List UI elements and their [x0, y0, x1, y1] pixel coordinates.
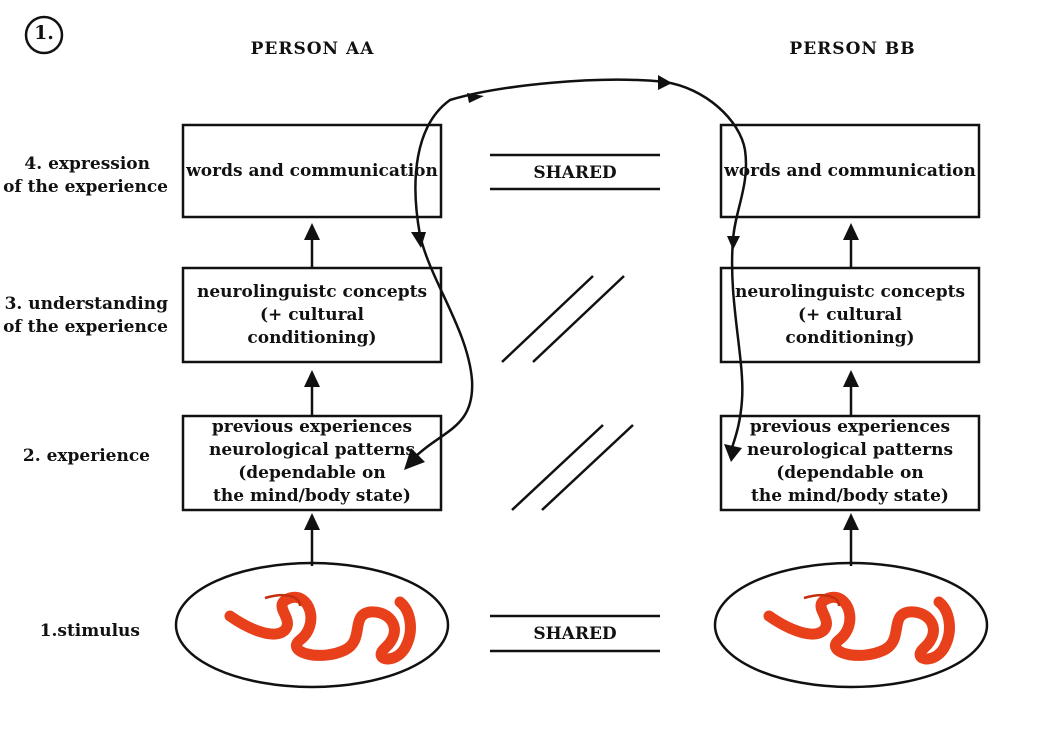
- left-concepts-line1: neurolinguistc concepts: [196, 282, 428, 302]
- left-concepts-line3: conditioning): [247, 328, 377, 348]
- right-experiences-line2: neurological patterns: [746, 440, 954, 460]
- right-concepts-line3: conditioning): [785, 328, 915, 348]
- left-concepts-box: [181, 266, 443, 364]
- left-words-box: [181, 123, 443, 219]
- level-3-label-line2: of the experience: [3, 317, 168, 337]
- loop-arrowhead-right-down: [727, 236, 740, 250]
- level-4-label-line2: of the experience: [3, 177, 168, 197]
- shared-bottom-label: SHARED: [533, 624, 617, 644]
- loop-arrowhead-start: [404, 448, 425, 470]
- left-experiences-line1: previous experiences: [211, 417, 413, 437]
- not-shared-slash-1: [501, 275, 594, 363]
- right-experiences-line3: (dependable on: [776, 463, 924, 483]
- figure-number: 1.: [34, 22, 54, 44]
- person-b-title: PERSON BB: [789, 39, 916, 59]
- right-experiences-line4: the mind/body state): [751, 486, 949, 506]
- communication-loop: [409, 78, 748, 463]
- right-concepts-box: [719, 266, 981, 364]
- loop-arrowhead-top-left: [467, 93, 484, 103]
- right-words-box: [719, 123, 981, 219]
- loop-arrowhead-top-right: [658, 75, 672, 90]
- level-1-label: 1.stimulus: [39, 621, 140, 641]
- loop-arrowhead-end: [724, 444, 742, 462]
- not-shared-slash-2: [532, 275, 625, 363]
- left-words-text: words and communication: [186, 161, 438, 181]
- level-3-label-line1: 3. understanding: [4, 294, 168, 314]
- person-a-title: PERSON AA: [250, 39, 375, 59]
- loop-arrowhead-up: [411, 232, 426, 248]
- right-concepts-line1: neurolinguistc concepts: [734, 282, 966, 302]
- left-experiences-line2: neurological patterns: [208, 440, 416, 460]
- level-2-label: 2. experience: [22, 446, 150, 466]
- right-arrows: [843, 223, 859, 566]
- left-experiences-line4: the mind/body state): [213, 486, 411, 506]
- level-4-label-line1: 4. expression: [24, 154, 150, 174]
- right-concepts-line2: (+ cultural: [797, 305, 903, 325]
- worm-icon: [224, 591, 416, 665]
- right-words-text: words and communication: [724, 161, 976, 181]
- not-shared-slash-3: [511, 424, 604, 511]
- shared-top-label: SHARED: [533, 163, 617, 183]
- left-experiences-line3: (dependable on: [238, 463, 386, 483]
- worm-icon: [763, 591, 955, 665]
- figure-number-circle: [24, 15, 64, 55]
- right-experiences-line1: previous experiences: [749, 417, 951, 437]
- not-shared-slash-4: [541, 424, 634, 511]
- right-experiences-box: [719, 414, 981, 512]
- left-concepts-line2: (+ cultural: [259, 305, 365, 325]
- left-arrows: [304, 223, 320, 566]
